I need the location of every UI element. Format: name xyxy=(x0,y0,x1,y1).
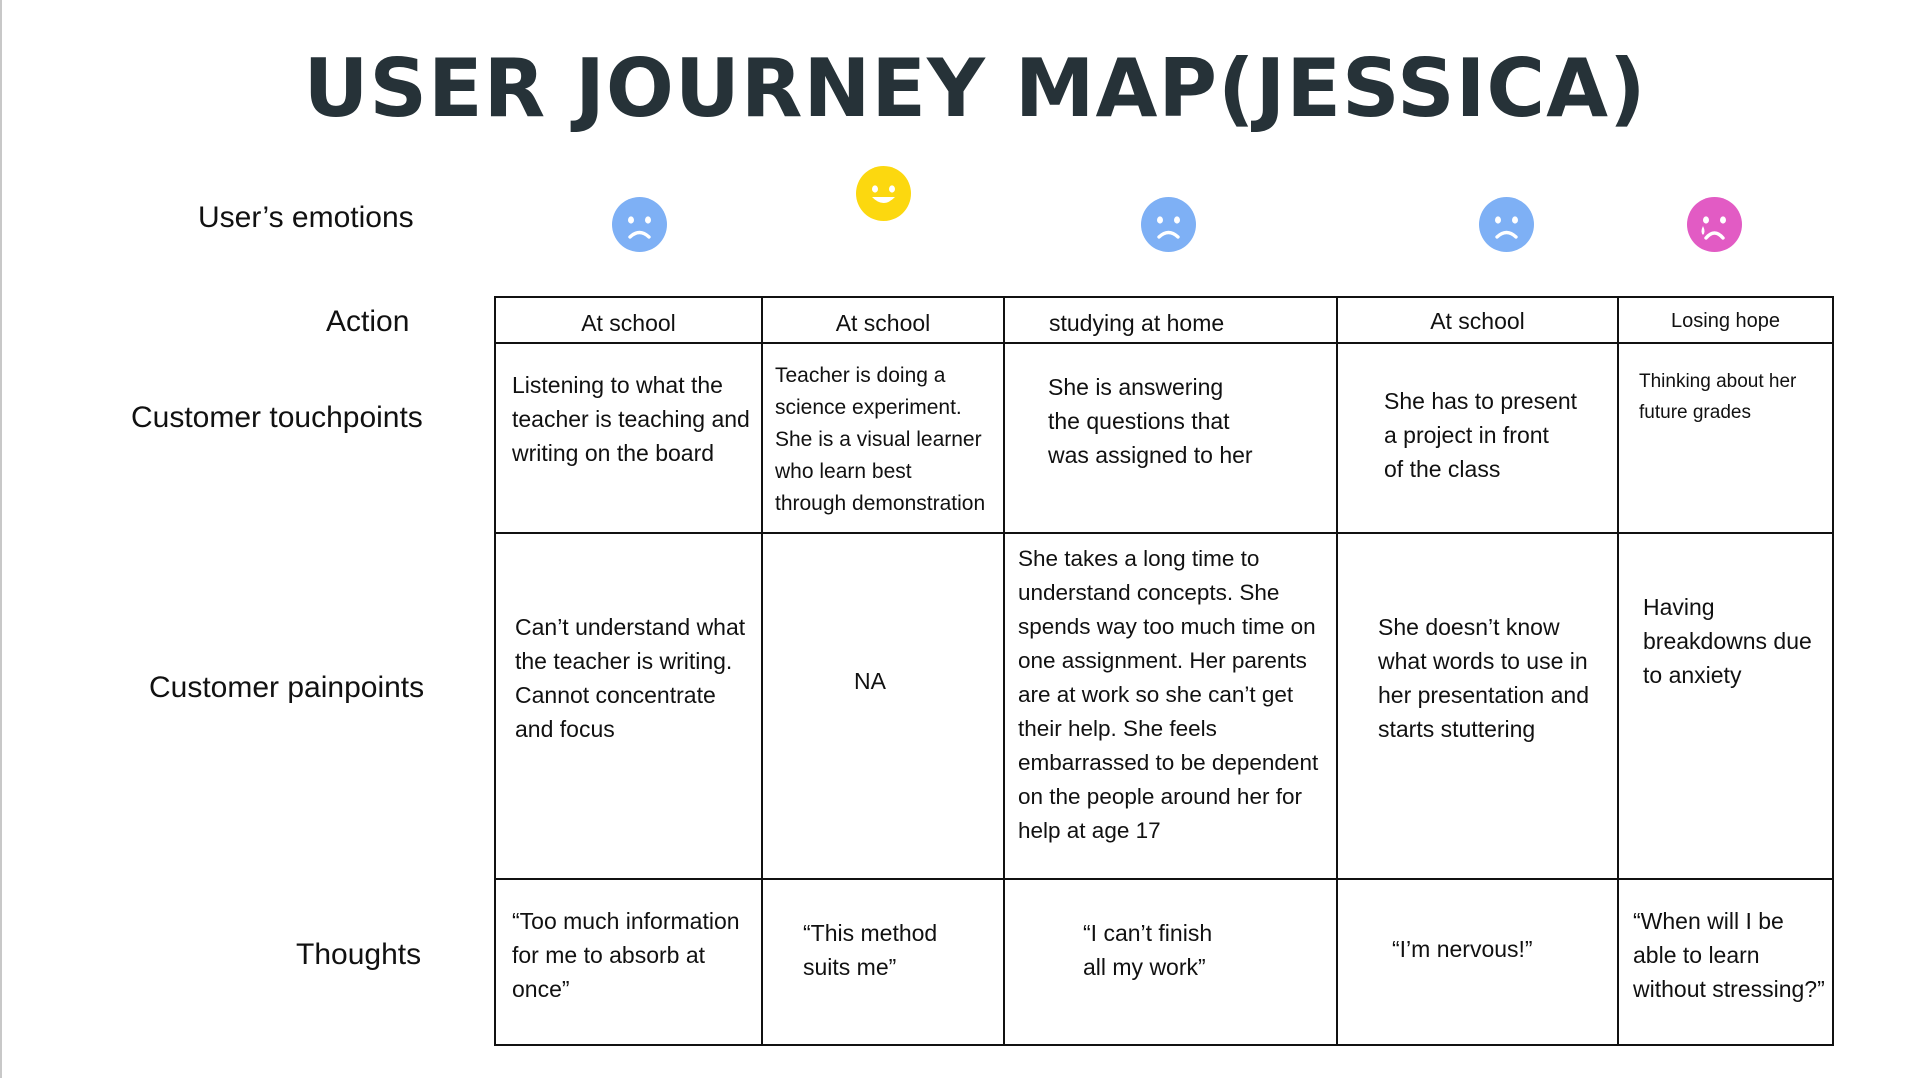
thought-text: “Too much information for me to absorb a… xyxy=(512,908,740,1002)
painpoint-cell: Having breakdowns due to anxiety xyxy=(1619,534,1832,880)
row-label-emotions: User’s emotions xyxy=(198,201,414,234)
painpoint-text: Having breakdowns due to anxiety xyxy=(1643,594,1812,688)
action-cell: At school xyxy=(763,298,1005,344)
action-text: At school xyxy=(581,310,676,336)
left-edge-line xyxy=(0,0,2,1078)
action-cell: At school xyxy=(1338,298,1619,344)
action-cell: At school xyxy=(496,298,763,344)
painpoint-cell: Can’t understand what the teacher is wri… xyxy=(496,534,763,880)
thought-cell: “I’m nervous!” xyxy=(1338,880,1619,1046)
painpoint-cell: She takes a long time to understand conc… xyxy=(1005,534,1338,880)
thought-cell: “I can’t finish all my work” xyxy=(1005,880,1338,1046)
sad-face-icon xyxy=(1141,197,1196,252)
row-label-painpoints: Customer painpoints xyxy=(149,671,425,704)
painpoint-cell: NA xyxy=(763,534,1005,880)
painpoint-text: Can’t understand what the teacher is wri… xyxy=(515,614,746,742)
thought-cell: “This method suits me” xyxy=(763,880,1005,1046)
thought-text: “I’m nervous!” xyxy=(1392,936,1533,962)
touchpoint-cell: She has to present a project in front of… xyxy=(1338,344,1619,534)
happy-face-icon xyxy=(856,166,911,221)
touchpoint-text: Teacher is doing a science experiment. S… xyxy=(775,364,986,515)
touchpoint-cell: Teacher is doing a science experiment. S… xyxy=(763,344,1005,534)
action-cell: studying at home xyxy=(1005,298,1338,344)
painpoint-text: NA xyxy=(854,668,886,694)
row-label-thoughts: Thoughts xyxy=(296,938,422,971)
crying-face-icon xyxy=(1687,197,1742,252)
row-label-action: Action xyxy=(326,305,410,338)
touchpoint-cell: Listening to what the teacher is teachin… xyxy=(496,344,763,534)
sad-face-icon xyxy=(612,197,667,252)
touchpoint-text: She has to present a project in front of… xyxy=(1384,388,1578,482)
page-title: USER JOURNEY MAP(JESSICA) xyxy=(303,42,1647,135)
action-text: Losing hope xyxy=(1671,310,1780,332)
touchpoint-text: Listening to what the teacher is teachin… xyxy=(512,372,750,466)
painpoint-text: She doesn’t know what words to use in he… xyxy=(1378,614,1589,742)
action-text: studying at home xyxy=(1049,310,1225,336)
row-label-touchpoints: Customer touchpoints xyxy=(131,401,423,434)
action-cell: Losing hope xyxy=(1619,298,1832,344)
thought-cell: “Too much information for me to absorb a… xyxy=(496,880,763,1046)
painpoint-cell: She doesn’t know what words to use in he… xyxy=(1338,534,1619,880)
action-text: At school xyxy=(1430,308,1525,334)
touchpoint-text: Thinking about her future grades xyxy=(1639,371,1797,423)
touchpoint-text: She is answering the questions that was … xyxy=(1048,374,1253,468)
thought-text: “When will I be able to learn without st… xyxy=(1633,908,1825,1002)
touchpoint-cell: Thinking about her future grades xyxy=(1619,344,1832,534)
journey-table: At school Listening to what the teacher … xyxy=(494,296,1834,1046)
thought-cell: “When will I be able to learn without st… xyxy=(1619,880,1832,1046)
action-text: At school xyxy=(835,310,931,336)
touchpoint-cell: She is answering the questions that was … xyxy=(1005,344,1338,534)
thought-text: “This method suits me” xyxy=(803,920,938,980)
sad-face-icon xyxy=(1479,197,1534,252)
painpoint-text: She takes a long time to understand conc… xyxy=(1018,546,1319,843)
thought-text: “I can’t finish all my work” xyxy=(1083,920,1213,980)
